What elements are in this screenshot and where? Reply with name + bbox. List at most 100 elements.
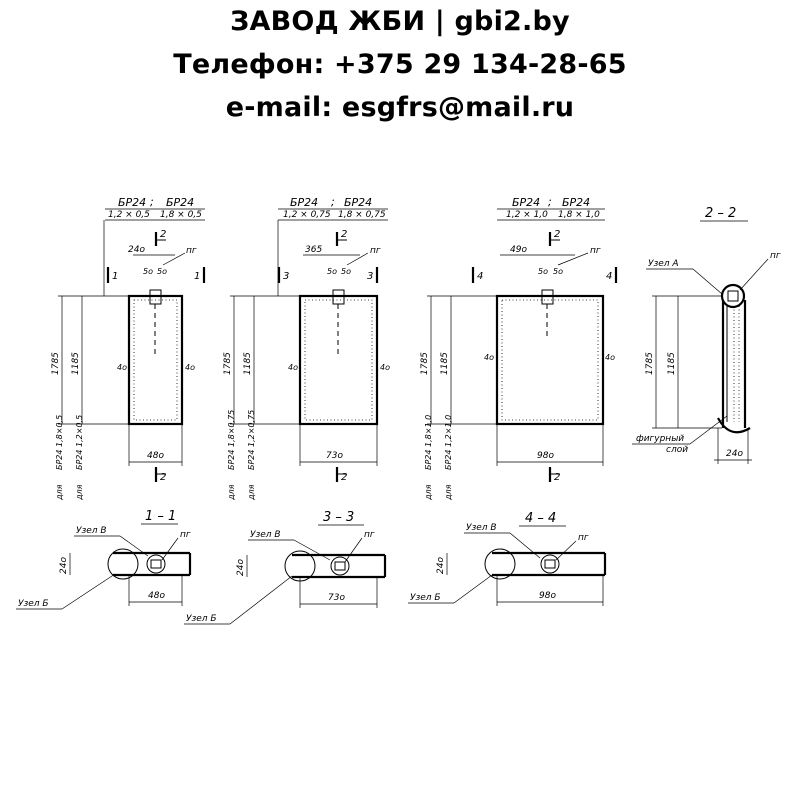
- header: ЗАВОД ЖБИ | gbi2.by Телефон: +375 29 134…: [0, 0, 800, 129]
- elevation-2: БР24 1,2 × 0,75 ; БР24 1,8 × 0,75 2 365 …: [223, 195, 390, 501]
- plan1-node-b: Узел Б: [18, 599, 49, 609]
- section22-height-outer: 1785: [645, 352, 655, 375]
- plan3-width: 73о: [328, 593, 345, 603]
- elev3-title-right-sub: 1,8 × 1,0: [558, 210, 600, 220]
- section22-pg-leader: [739, 258, 769, 291]
- plan3-pg: пг: [364, 530, 375, 540]
- elev2-height-inner: 1185: [243, 352, 253, 375]
- elev3-v-label-3: для: [444, 484, 453, 501]
- plan-3-3: 3 – 3 Узел В пг 24о Узел Б 73о: [184, 510, 387, 625]
- elev2-v-label-2: БР24 1,8×0,75: [227, 410, 236, 470]
- plan3-thickness: 24о: [236, 559, 246, 576]
- plan1-loop: [150, 559, 162, 569]
- elev3-title-left-sub: 1,2 × 1,0: [506, 210, 548, 220]
- elev3-panel-inner: [501, 299, 599, 421]
- plan4-node-b-circle: [484, 548, 516, 580]
- plan-4-4: 4 – 4 Узел В пг 24о Узел Б 98о: [408, 511, 607, 606]
- elevation-1: БР24 1,2 × 0,5 ; БР24 1,8 × 0,5 2 24о 5о…: [51, 195, 206, 501]
- elev2-section-right-label: 3: [367, 271, 373, 282]
- elev3-side-right: 4о: [605, 353, 615, 362]
- section22-node-a-circle: [720, 283, 746, 309]
- plan1-title: 1 – 1: [145, 509, 176, 524]
- plan1-node-v-circle: [146, 554, 166, 574]
- phone-line: Телефон: +375 29 134-28-65: [173, 49, 627, 80]
- elev2-side-right: 4о: [380, 363, 390, 372]
- elev2-v-label-3: для: [247, 484, 256, 501]
- elev1-title-sep: ;: [150, 195, 154, 208]
- elev1-section-left-label: 1: [112, 271, 118, 282]
- plan1-width: 48о: [148, 591, 165, 601]
- plan4-node-b: Узел Б: [410, 593, 441, 603]
- elev1-width: 48о: [147, 451, 164, 461]
- elev2-cut2-top-label: 2: [341, 229, 347, 240]
- elev1-cut2-top-label: 2: [160, 229, 166, 240]
- elev3-panel: [495, 294, 605, 426]
- plan3-node-v-leader: [293, 539, 331, 561]
- plan3-node-v: Узел В: [250, 530, 281, 540]
- elev1-cut2-bottom-label: 2: [160, 472, 166, 483]
- elev2-v-label-4: БР24 1,2×0,75: [247, 410, 256, 470]
- elev1-section-right-label: 1: [194, 271, 200, 282]
- elev1-panel: [127, 294, 184, 426]
- plan4-node-v: Узел В: [466, 523, 497, 533]
- elev3-title-left: БР24: [512, 196, 540, 209]
- elev2-title-right-sub: 1,8 × 0,75: [338, 210, 386, 220]
- elev3-side-left: 4о: [484, 353, 494, 362]
- plan3-node-b-leader: [229, 575, 293, 625]
- section-2-2: 2 – 2 Узел А пг 1785 1185 фигурный слой …: [632, 206, 781, 464]
- elev1-height-inner: 1185: [71, 352, 81, 375]
- elev2-cut2-bottom-label: 2: [341, 472, 347, 483]
- elev3-height-inner: 1185: [440, 352, 450, 375]
- elev2-title-right: БР24: [344, 196, 372, 209]
- elev2-title-sep: ;: [331, 195, 335, 208]
- plan1-node-v: Узел В: [76, 526, 107, 536]
- plan1-node-b-circle: [107, 548, 139, 580]
- elev2-dim-50b: 5о: [341, 267, 351, 276]
- elev1-v-label-1: для: [55, 484, 64, 501]
- section22-pg: пг: [770, 251, 781, 261]
- section22-node-a: Узел А: [648, 259, 679, 269]
- elev1-title-right-sub: 1,8 × 0,5: [160, 210, 202, 220]
- plan1-pg: пг: [180, 530, 191, 540]
- section22-layer-label-1: фигурный: [636, 434, 684, 444]
- elev3-section-right-label: 4: [606, 271, 612, 282]
- elev3-v-label-2: БР24 1,8×1,0: [424, 415, 433, 470]
- factory-title: ЗАВОД ЖБИ | gbi2.by: [230, 6, 570, 37]
- elev2-width: 73о: [326, 451, 343, 461]
- section22-layer-leader: [689, 415, 728, 445]
- elev1-v-label-2: БР24 1,8×0,5: [55, 415, 64, 470]
- plan4-pg: пг: [578, 533, 589, 543]
- elev1-dim-50b: 5о: [157, 267, 167, 276]
- elev1-panel-inner: [133, 299, 178, 421]
- section22-height-inner: 1185: [667, 352, 677, 375]
- plan3-node-v-circle: [330, 556, 350, 576]
- elevation-3: БР24 1,2 × 1,0 ; БР24 1,8 × 1,0 2 49о 5о…: [420, 195, 618, 501]
- plan4-width: 98о: [539, 591, 556, 601]
- elev3-section-left-label: 4: [477, 271, 483, 282]
- plan-1-1: 1 – 1 Узел В пг 24о Узел Б 48о: [16, 509, 192, 610]
- elev1-v-label-4: БР24 1,2×0,5: [75, 415, 84, 470]
- elev3-cut2-bottom-label: 2: [554, 472, 560, 483]
- elev3-dim-50b: 5о: [553, 267, 563, 276]
- elev2-dim-50a: 5о: [327, 267, 337, 276]
- elev2-side-left: 4о: [288, 363, 298, 372]
- elev1-dim-top: 24о: [128, 245, 145, 255]
- plan1-node-b-leader: [61, 573, 116, 610]
- elev2-pg-leader: [346, 252, 369, 266]
- plan4-pg-leader: [555, 540, 577, 561]
- elev1-pg-leader: [162, 252, 186, 266]
- elev1-v-label-3: для: [75, 484, 84, 501]
- elev1-title-left-sub: 1,2 × 0,5: [108, 210, 150, 220]
- elev3-cut2-top-label: 2: [554, 229, 560, 240]
- elev1-dim-50a: 5о: [143, 267, 153, 276]
- elev1-pg: пг: [186, 246, 197, 256]
- elev2-panel: [298, 294, 379, 426]
- email-line: e-mail: esgfrs@mail.ru: [225, 92, 575, 123]
- plan1-pg-leader: [161, 537, 179, 561]
- elev3-title-sep: ;: [548, 195, 552, 208]
- plan3-node-b: Узел Б: [186, 614, 217, 624]
- plan4-thickness: 24о: [436, 557, 446, 574]
- plan4-node-v-circle: [540, 554, 560, 574]
- elev2-v-label-1: для: [227, 484, 236, 501]
- elev3-dim-50a: 5о: [538, 267, 548, 276]
